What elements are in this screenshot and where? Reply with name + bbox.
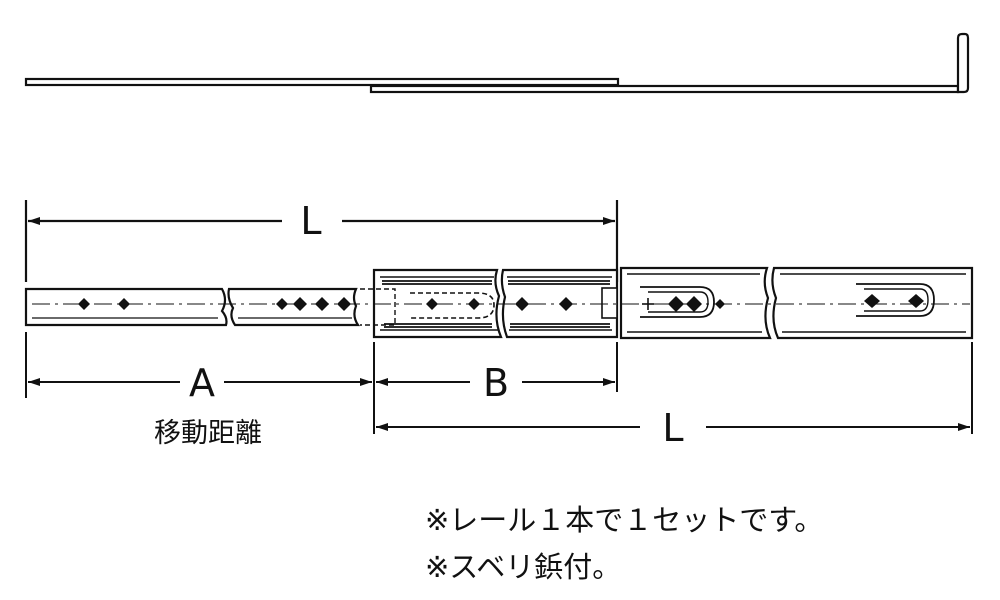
mounting-hole <box>337 297 351 311</box>
mounting-hole <box>864 294 880 308</box>
inner-rail-seg2 <box>227 287 361 327</box>
arrowhead <box>28 378 40 386</box>
mounting-holes <box>78 294 924 312</box>
ball-retainer-top <box>382 280 610 285</box>
mounting-slot-inner <box>864 288 929 312</box>
mounting-hole <box>276 298 288 310</box>
note-one-rail-one-set: ※レール１本で１セットです。 <box>425 503 823 537</box>
mounting-hole <box>715 299 725 309</box>
dimension-top-l <box>24 200 619 282</box>
mounting-hole <box>515 297 529 311</box>
travel-distance-caption: 移動距離 <box>154 418 262 449</box>
rail-side-lower <box>369 84 960 94</box>
arrowhead <box>360 378 372 386</box>
mounting-hole <box>426 298 438 310</box>
arrowhead <box>603 378 615 386</box>
lower-dimensions <box>25 332 973 434</box>
arrowhead <box>28 217 40 225</box>
mounting-hole <box>118 298 130 310</box>
outer-rail-lips <box>780 273 966 333</box>
mounting-slot <box>856 283 935 317</box>
mounting-hole <box>668 296 684 312</box>
rail-side-view <box>24 32 970 94</box>
hole-cross <box>642 298 654 310</box>
hidden-inner-end <box>360 288 396 326</box>
hidden-slot <box>410 292 495 319</box>
lower-arrowheads <box>28 378 970 431</box>
mounting-hole <box>559 297 573 311</box>
middle-rail-lips <box>380 276 498 331</box>
mounting-slot <box>640 286 715 318</box>
arrowhead <box>958 423 970 431</box>
middle-rail-lips <box>507 276 612 331</box>
dimension-label-l-bottom: L <box>662 406 683 450</box>
dimension-label-b: B <box>483 361 509 405</box>
mounting-hole <box>908 294 924 308</box>
mounting-hole <box>315 297 329 311</box>
arrowhead <box>376 423 388 431</box>
ball-retainer-bottom <box>384 323 610 328</box>
arrowhead <box>376 378 388 386</box>
outer-rail-lips <box>627 273 762 333</box>
mounting-hole <box>468 298 480 310</box>
note-slide-rivet: ※スベリ鋲付。 <box>425 550 621 584</box>
rail-side-bracket <box>956 32 970 94</box>
mounting-slot-inner <box>648 291 709 313</box>
dimension-label-a: A <box>189 361 215 405</box>
mounting-hole <box>78 298 90 310</box>
mounting-hole <box>686 296 702 312</box>
dimension-label-l-top: L <box>300 199 321 243</box>
inner-rail <box>24 287 361 327</box>
stopper <box>601 287 618 319</box>
rail-side-upper <box>24 77 620 87</box>
arrowhead <box>603 217 615 225</box>
mounting-hole <box>293 297 307 311</box>
